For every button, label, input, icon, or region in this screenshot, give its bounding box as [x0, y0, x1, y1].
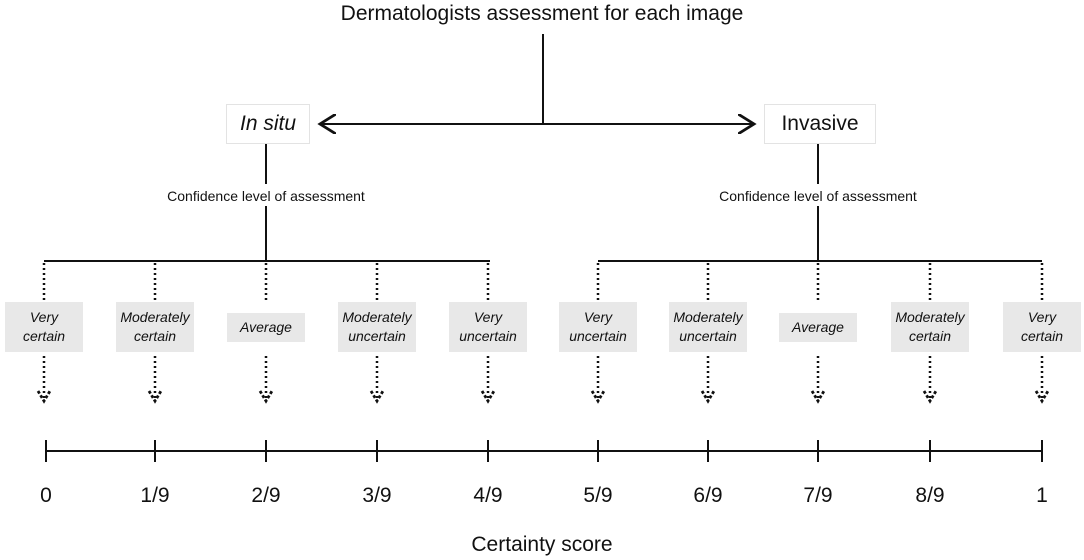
confidence-level-box: Moderately uncertain — [669, 302, 747, 352]
confidence-level-label: Very certain — [22, 309, 66, 344]
confidence-level-box: Very uncertain — [559, 302, 637, 352]
axis-title: Certainty score — [471, 533, 613, 556]
scale-tick-label: 0 — [40, 484, 52, 507]
confidence-level-label: Very certain — [1020, 309, 1064, 344]
dotted-arrowhead — [36, 390, 52, 404]
scale-tick-label: 4/9 — [473, 484, 503, 507]
confidence-level-box: Moderately uncertain — [338, 302, 416, 352]
scale-tick-label: 8/9 — [915, 484, 945, 507]
branch-in-situ: In situ — [226, 104, 310, 144]
confidence-level-label: Very uncertain — [569, 309, 627, 344]
dotted-arrowhead — [810, 390, 826, 404]
confidence-level-label: Average — [792, 319, 844, 335]
scale-tick-label: 1 — [1036, 484, 1048, 507]
confidence-level-box: Moderately certain — [891, 302, 969, 352]
scale-tick-label: 1/9 — [140, 484, 170, 507]
dotted-connectors — [36, 263, 1050, 404]
confidence-level-box: Average — [779, 313, 857, 342]
branch-invasive: Invasive — [764, 104, 876, 144]
diagram-title: Dermatologists assessment for each image — [340, 2, 744, 25]
confidence-level-label: Moderately uncertain — [342, 309, 412, 344]
confidence-level-box: Average — [227, 313, 305, 342]
scale-tick-label: 7/9 — [803, 484, 833, 507]
scale-ticks — [45, 440, 1043, 462]
confidence-level-box: Moderately certain — [116, 302, 194, 352]
in-situ-confidence-label: Confidence level of assessment — [167, 188, 365, 204]
dotted-arrowhead — [369, 390, 385, 404]
invasive-confidence-label: Confidence level of assessment — [719, 188, 917, 204]
confidence-level-label: Very uncertain — [459, 309, 517, 344]
scale-tick-label: 3/9 — [362, 484, 392, 507]
scale-tick-label: 6/9 — [693, 484, 723, 507]
dotted-arrowhead — [700, 390, 716, 404]
confidence-level-label: Average — [240, 319, 292, 335]
confidence-level-label: Moderately certain — [120, 309, 190, 344]
confidence-level-label: Moderately uncertain — [673, 309, 743, 344]
confidence-level-box: Very uncertain — [449, 302, 527, 352]
dotted-arrowhead — [1034, 390, 1050, 404]
confidence-level-box: Very certain — [5, 302, 83, 352]
dotted-arrowhead — [590, 390, 606, 404]
confidence-level-box: Very certain — [1003, 302, 1081, 352]
dotted-arrowhead — [480, 390, 496, 404]
scale-tick-label: 2/9 — [251, 484, 281, 507]
scale-tick-label: 5/9 — [583, 484, 613, 507]
dotted-arrowhead — [922, 390, 938, 404]
dotted-arrowhead — [147, 390, 163, 404]
confidence-level-label: Moderately certain — [895, 309, 965, 344]
dotted-arrowhead — [258, 390, 274, 404]
